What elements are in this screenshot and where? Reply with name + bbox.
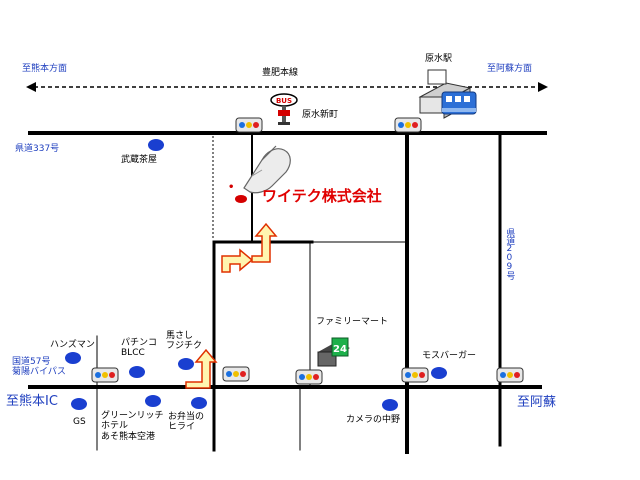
- traffic-light-icon: [235, 117, 263, 133]
- railway-label: 豊肥本線: [262, 68, 299, 78]
- landmark-dots: [65, 139, 447, 411]
- handsman-label: ハンズマン: [50, 340, 95, 350]
- dot-mos: [431, 367, 447, 379]
- mos-burger-label: モスバーガー: [422, 351, 477, 361]
- national-route-label: 国道57号 菊陽バイパス: [12, 357, 66, 378]
- dot-bento: [191, 397, 207, 409]
- camera-label: カメラの中野: [346, 415, 401, 425]
- svg-text:•: •: [228, 182, 234, 193]
- roads: [28, 131, 547, 454]
- teahouse-label: 武蔵茶屋: [121, 155, 158, 165]
- gs-label: GS: [73, 417, 86, 427]
- basashi-label: 馬さし フジチク: [166, 331, 203, 352]
- dot-basashi: [178, 358, 194, 370]
- dot-pachinko: [129, 366, 145, 378]
- pachinko-label: パチンコ BLCC: [121, 338, 158, 359]
- train-icon: [418, 69, 477, 119]
- company-name: ワイテク株式会社: [262, 187, 382, 205]
- dot-hotel: [145, 395, 161, 407]
- bus-sign-text: BUS: [276, 97, 292, 105]
- traffic-light-icon: [394, 117, 422, 133]
- bento-label: お弁当の ヒライ: [168, 412, 205, 433]
- convenience-store-icon: [317, 337, 350, 367]
- pointing-hand-icon: [243, 145, 291, 194]
- station-label: 原水駅: [425, 54, 453, 64]
- route-arrow-icon: [221, 222, 278, 273]
- dot-gs: [71, 398, 87, 410]
- dot-teahouse: [148, 139, 164, 151]
- traffic-light-icon: [496, 367, 524, 383]
- to-kumamoto-ic: 至熊本IC: [6, 394, 58, 409]
- dot-camera: [382, 399, 398, 411]
- familymart-label: ファミリーマート: [316, 317, 389, 327]
- direction-west-top: 至熊本方面: [22, 64, 68, 74]
- direction-east-top: 至阿蘇方面: [487, 64, 533, 74]
- bus-stop-label: 原水新町: [302, 110, 339, 120]
- traffic-light-icon: [222, 366, 250, 382]
- dot-handsman: [65, 352, 81, 364]
- traffic-light-icon: [295, 369, 323, 385]
- hotel-label: グリーンリッチ ホテル あそ熊本空港: [101, 411, 164, 442]
- route-arrow-icon: [185, 348, 218, 389]
- traffic-light-icon: [91, 367, 119, 383]
- bus-stop-icon: [270, 93, 298, 125]
- company-marker: •: [228, 182, 247, 203]
- familymart-badge: 24: [333, 344, 347, 355]
- to-aso: 至阿蘇: [517, 395, 557, 410]
- road-209-label: 県道209号: [504, 228, 515, 279]
- road-337-label: 県道337号: [15, 144, 60, 154]
- traffic-light-icon: [401, 367, 429, 383]
